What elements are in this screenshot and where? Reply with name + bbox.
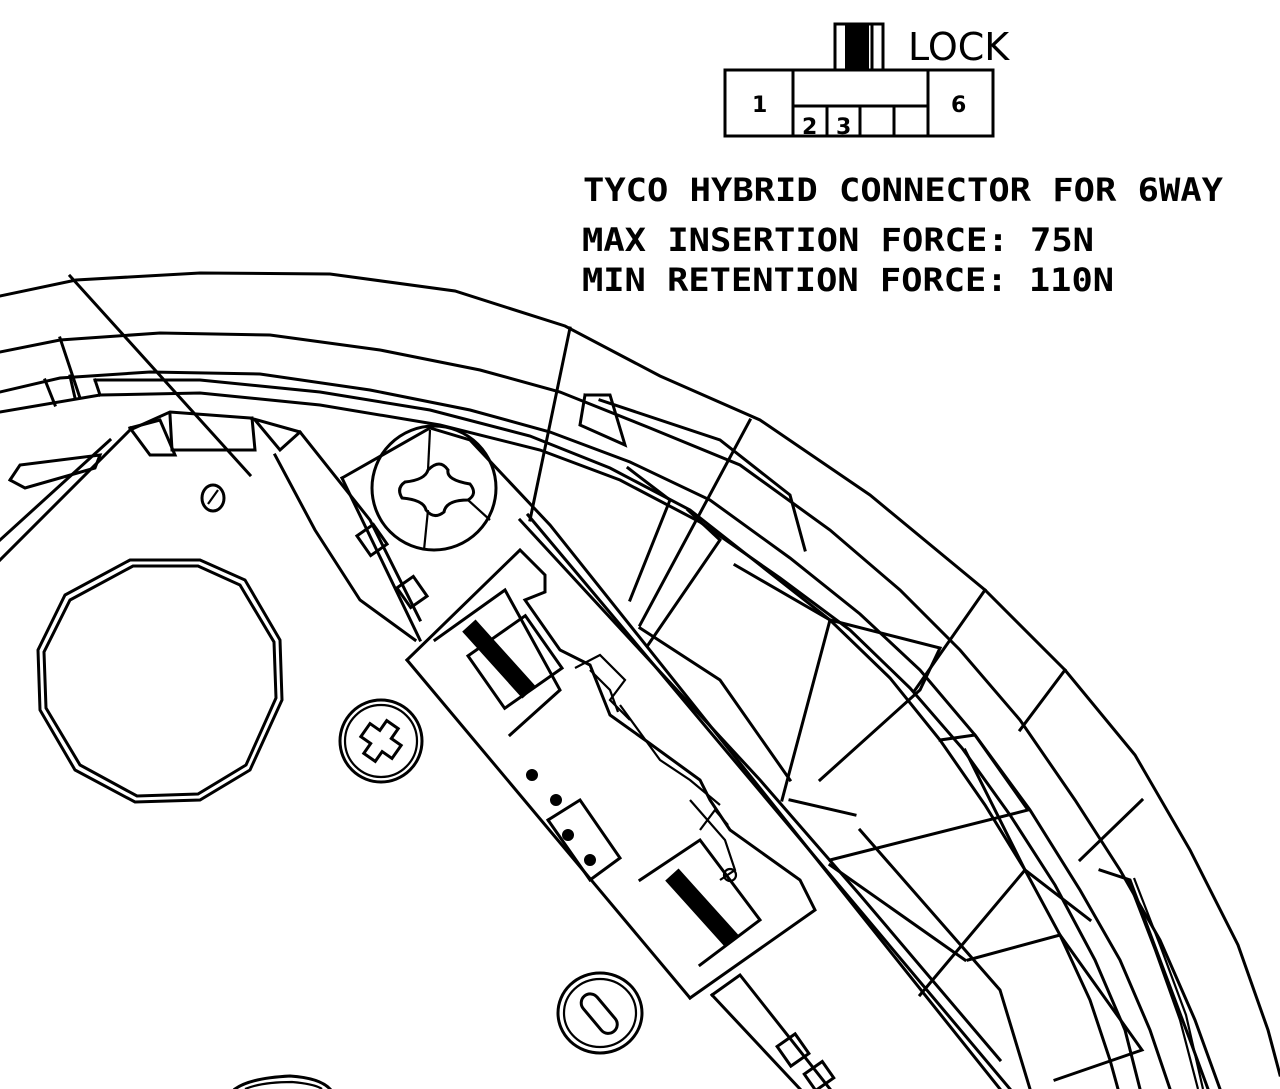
mounting-plate	[0, 410, 423, 643]
ring-sectors	[578, 393, 1145, 1089]
clips	[354, 522, 836, 1089]
screw-cross-large	[370, 424, 498, 552]
note-retention-force: MIN RETENTION FORCE: 110N	[582, 261, 1114, 299]
lock-tab-fill	[845, 25, 869, 69]
bottom-boss-partial	[232, 1074, 333, 1089]
pin-6-label: 6	[951, 93, 966, 118]
pcb-carrier	[404, 547, 817, 1001]
note-title: TYCO HYBRID CONNECTOR FOR 6WAY	[583, 171, 1224, 209]
pin-2-label: 2	[802, 115, 817, 140]
central-slot	[339, 426, 1012, 1089]
small-hole	[200, 483, 226, 513]
pin-3-label: 3	[836, 115, 851, 140]
note-insertion-force: MAX INSERTION FORCE: 75N	[582, 221, 1094, 259]
connector-notes: TYCO HYBRID CONNECTOR FOR 6WAY MAX INSER…	[582, 171, 1224, 299]
lower-slot	[709, 972, 832, 1089]
connector-pinout: 1 2 3 6 LOCK	[723, 22, 1010, 140]
screw-slotted	[556, 971, 644, 1055]
large-polygon-boss	[36, 558, 284, 804]
screw-cross-small	[338, 698, 424, 784]
lock-label: LOCK	[908, 25, 1010, 69]
pin-1-label: 1	[752, 93, 767, 118]
housing-outline	[0, 271, 1280, 1089]
